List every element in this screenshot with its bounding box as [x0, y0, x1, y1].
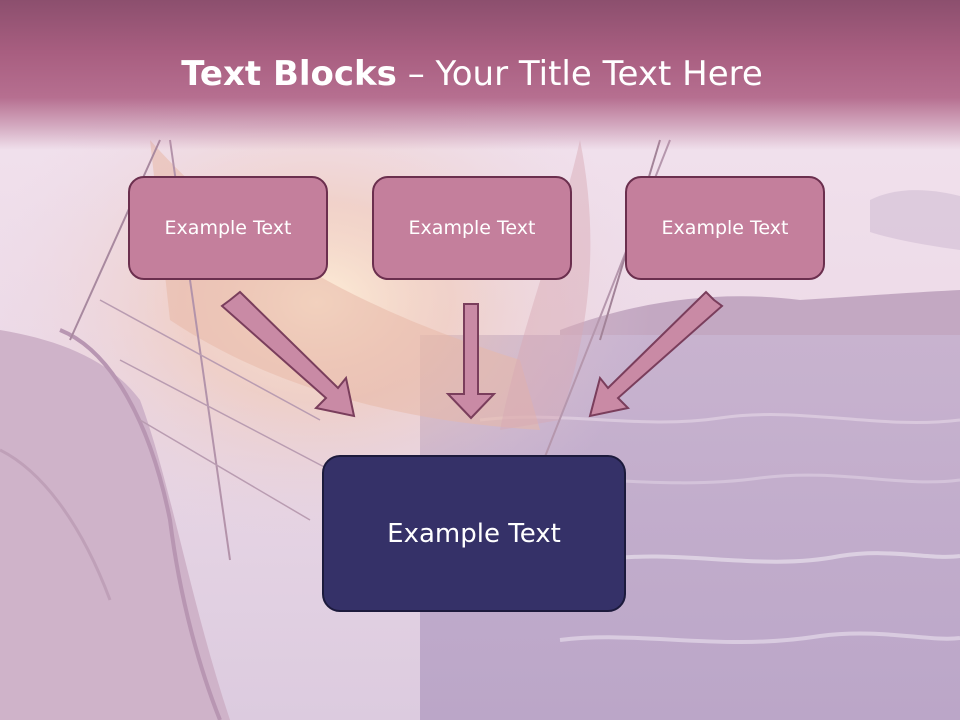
arrow-right-diagonal: [588, 290, 724, 418]
title-rest-text: – Your Title Text Here: [396, 54, 763, 94]
text-block-1-label: Example Text: [164, 217, 292, 239]
arrow-center-down: [445, 303, 497, 420]
text-block-3-label: Example Text: [661, 217, 789, 239]
slide-title: Text Blocks – Your Title Text Here: [0, 54, 944, 94]
title-bar: [0, 0, 960, 150]
text-block-2[interactable]: Example Text: [372, 176, 572, 280]
arrow-left-diagonal: [220, 290, 356, 418]
main-text-block-label: Example Text: [387, 518, 561, 549]
title-bold-text: Text Blocks: [181, 54, 397, 94]
text-block-1[interactable]: Example Text: [128, 176, 328, 280]
text-block-3[interactable]: Example Text: [625, 176, 825, 280]
main-text-block[interactable]: Example Text: [322, 455, 626, 612]
text-block-2-label: Example Text: [408, 217, 536, 239]
